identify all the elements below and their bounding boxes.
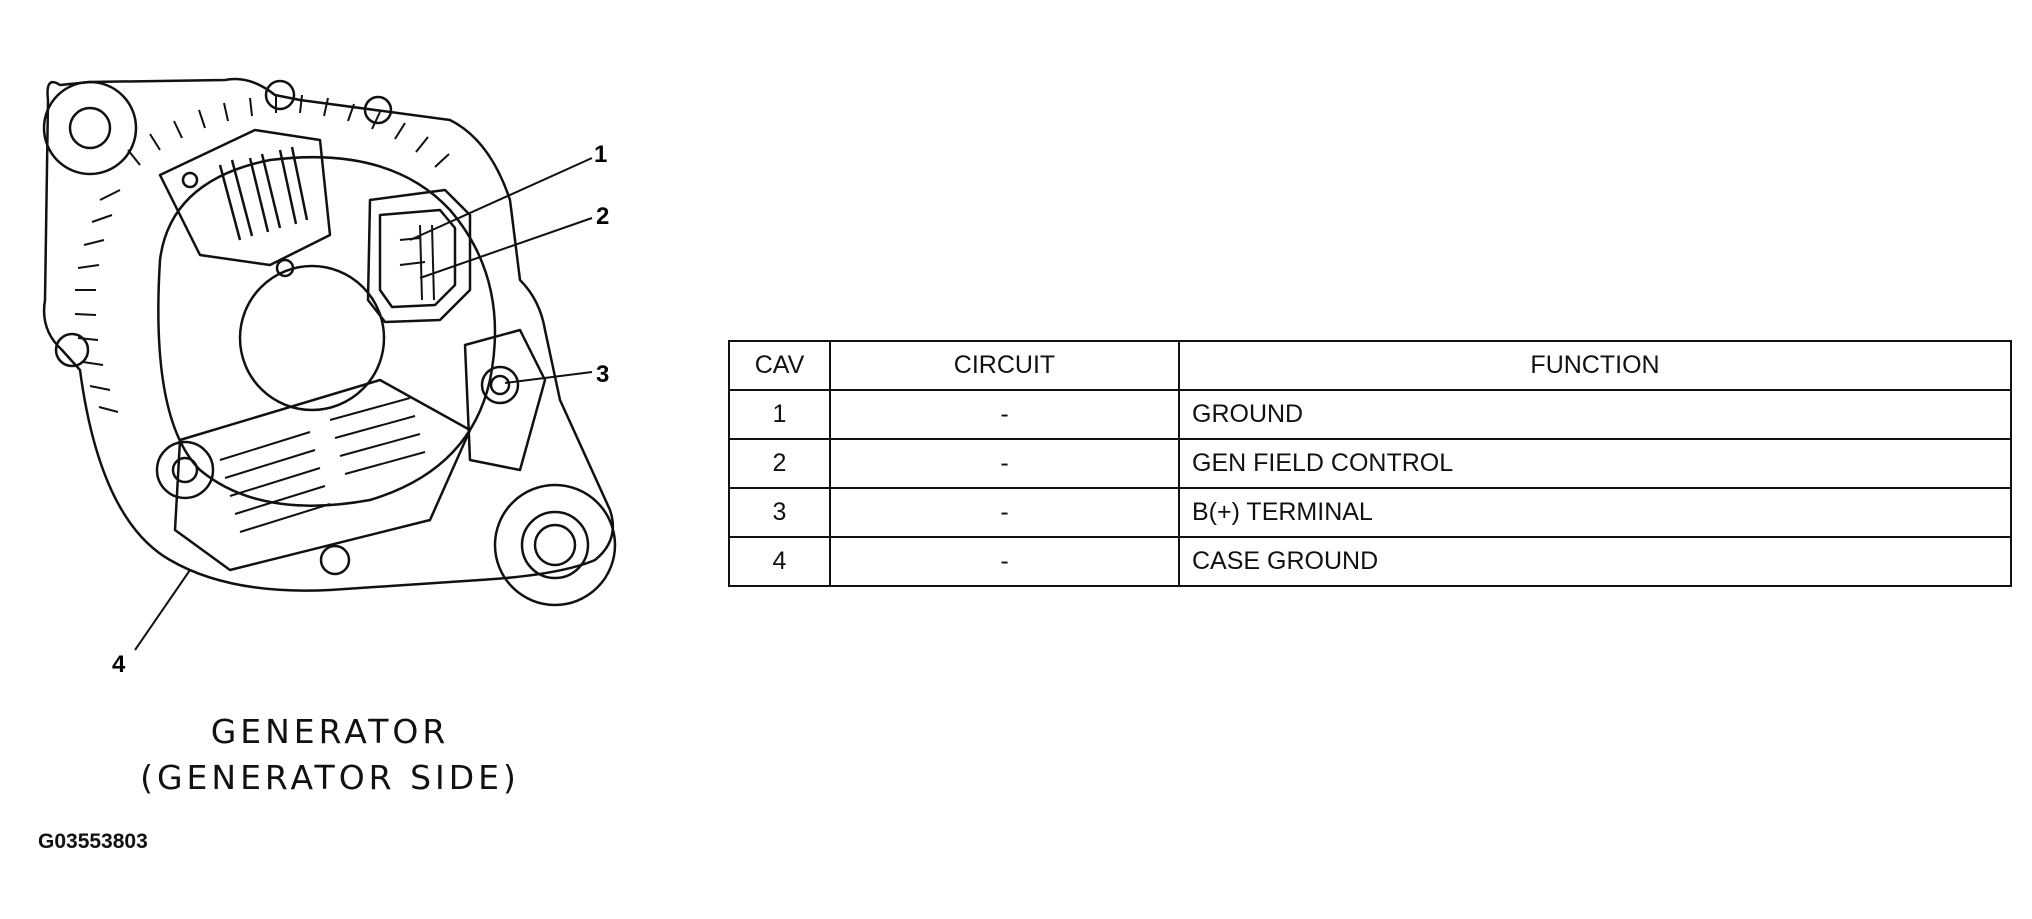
caption-title: GENERATOR xyxy=(210,712,450,751)
connector-pinout-table: CAV CIRCUIT FUNCTION 1 - GROUND 2 - GEN … xyxy=(728,340,2012,587)
regulator-slots xyxy=(218,146,309,241)
header-function: FUNCTION xyxy=(1178,340,2012,391)
table-row: 1 - GROUND xyxy=(728,389,2012,440)
housing-outline xyxy=(42,77,615,592)
header-circuit: CIRCUIT xyxy=(829,340,1180,391)
field-connector xyxy=(366,188,472,324)
callout-2: 2 xyxy=(596,203,609,230)
cell-cav: 1 xyxy=(728,389,831,440)
mount-ear-top-left xyxy=(42,80,138,176)
callout-4: 4 xyxy=(112,651,126,678)
callout-leaders xyxy=(134,157,593,651)
caption-subtitle: (GENERATOR SIDE) xyxy=(140,758,520,797)
regulator-housing xyxy=(158,128,332,267)
rotor-boss xyxy=(238,264,386,412)
table-header-row: CAV CIRCUIT FUNCTION xyxy=(728,340,2012,391)
cell-function: CASE GROUND xyxy=(1178,536,2012,587)
figure-id: G03553803 xyxy=(38,830,148,853)
b-plus-terminal xyxy=(463,328,547,472)
generator-drawing: 1 2 3 4 xyxy=(42,77,617,678)
table-row: 4 - CASE GROUND xyxy=(728,536,2012,587)
cell-function: GROUND xyxy=(1178,389,2012,440)
mount-ear-left xyxy=(155,440,215,500)
table-row: 2 - GEN FIELD CONTROL xyxy=(728,438,2012,489)
cell-cav: 3 xyxy=(728,487,831,538)
callout-1: 1 xyxy=(594,141,607,168)
cell-circuit: - xyxy=(829,487,1180,538)
callout-3: 3 xyxy=(596,361,609,388)
rectifier-plate xyxy=(173,378,472,572)
table-row: 3 - B(+) TERMINAL xyxy=(728,487,2012,538)
cell-function: GEN FIELD CONTROL xyxy=(1178,438,2012,489)
cell-circuit: - xyxy=(829,438,1180,489)
cell-cav: 4 xyxy=(728,536,831,587)
cell-circuit: - xyxy=(829,389,1180,440)
cell-circuit: - xyxy=(829,536,1180,587)
mount-ear-bottom-right xyxy=(493,483,617,607)
cell-cav: 2 xyxy=(728,438,831,489)
cooling-fins xyxy=(74,94,450,413)
cell-function: B(+) TERMINAL xyxy=(1178,487,2012,538)
header-cav: CAV xyxy=(728,340,831,391)
